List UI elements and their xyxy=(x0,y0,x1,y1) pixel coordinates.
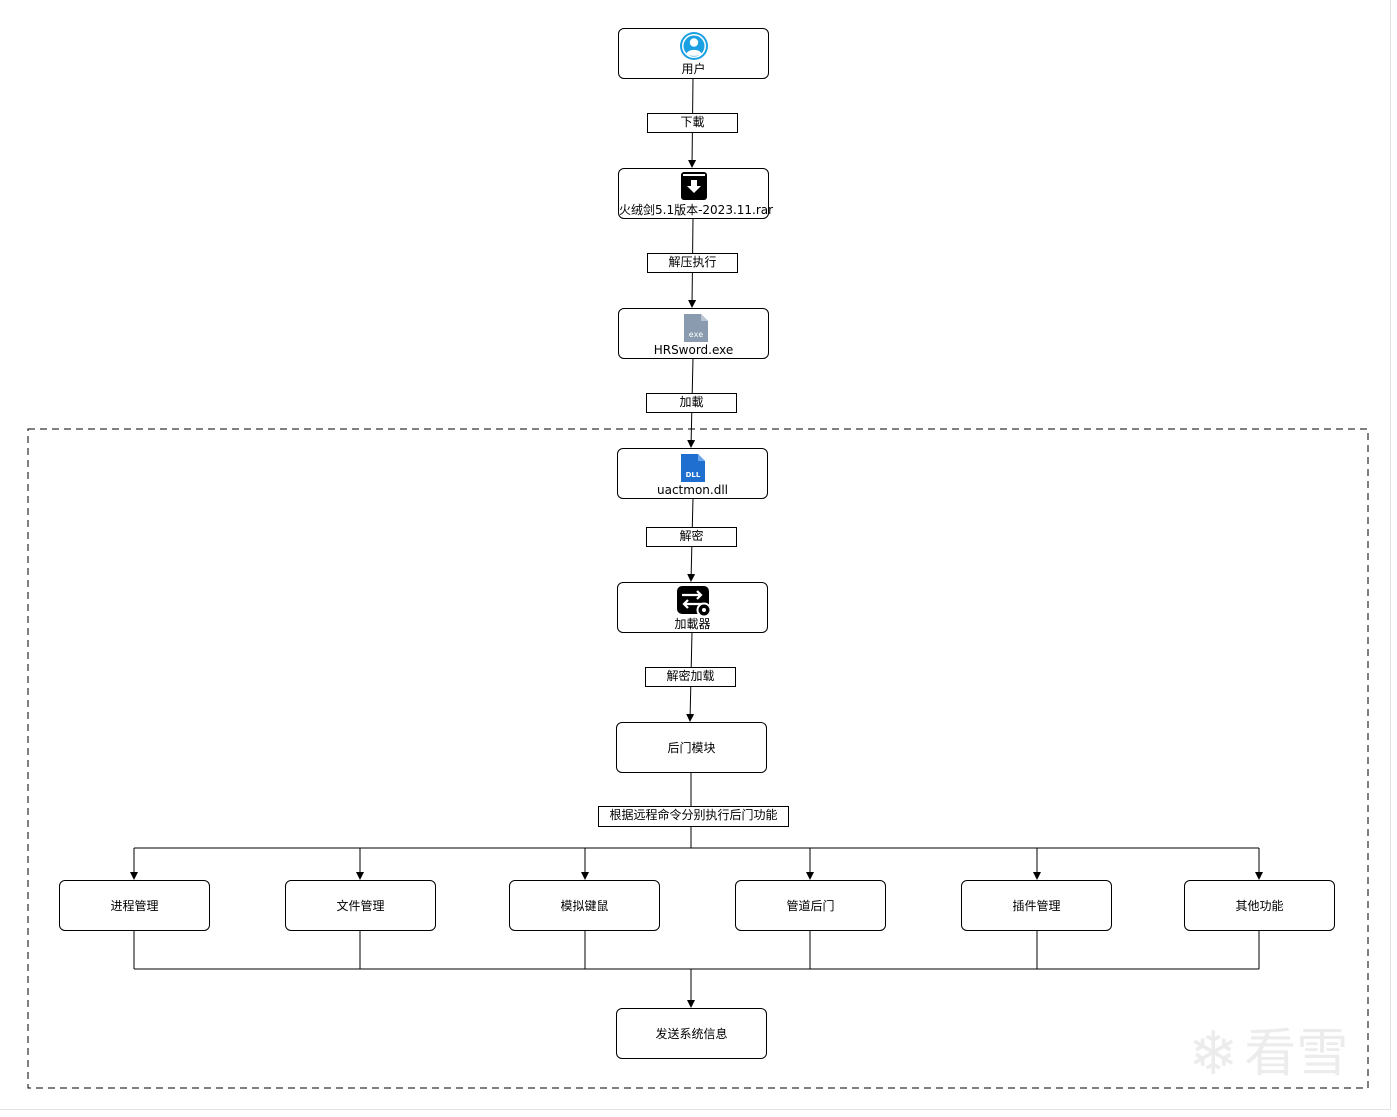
function-label: 插件管理 xyxy=(1012,898,1061,913)
dll-group-boundary xyxy=(27,428,1369,1089)
loader-label: 加載器 xyxy=(674,617,711,631)
watermark-text: 看雪 xyxy=(1244,1024,1349,1084)
edge-label-download: 下載 xyxy=(647,113,738,133)
dll-badge-text: DLL xyxy=(685,471,700,479)
dll-file-icon: DLL xyxy=(680,454,705,482)
user-node[interactable]: 用户 xyxy=(618,28,769,79)
archive-download-icon xyxy=(680,172,707,200)
archive-label: 火绒剑5.1版本-2023.11.rar xyxy=(619,203,774,217)
edge-label-dispatch: 根据远程命令分别执行后门功能 xyxy=(598,806,789,827)
user-label: 用户 xyxy=(681,62,706,76)
send-system-info-node[interactable]: 发送系统信息 xyxy=(616,1008,767,1059)
snowflake-logo-icon: ❄ xyxy=(1188,1019,1239,1089)
watermark: ❄看雪 xyxy=(1188,1018,1378,1090)
edge-label-decrypt: 解密 xyxy=(646,527,737,547)
backdoor-module-node[interactable]: 后门模块 xyxy=(616,722,767,773)
user-avatar-icon xyxy=(679,32,708,60)
send-system-info-label: 发送系统信息 xyxy=(655,1026,728,1041)
exe-node[interactable]: exe HRSword.exe xyxy=(618,308,769,359)
function-node-pipe-backdoor[interactable]: 管道后门 xyxy=(735,880,886,931)
function-label: 管道后门 xyxy=(786,898,835,913)
edge-label-decrypt-load: 解密加载 xyxy=(645,667,736,687)
function-label: 模拟键鼠 xyxy=(560,898,609,913)
exe-file-icon: exe xyxy=(683,314,708,342)
function-node-plugin[interactable]: 插件管理 xyxy=(961,880,1112,931)
function-node-file[interactable]: 文件管理 xyxy=(285,880,436,931)
loader-settings-icon xyxy=(676,586,711,618)
archive-node[interactable]: 火绒剑5.1版本-2023.11.rar xyxy=(618,168,774,219)
function-label: 进程管理 xyxy=(110,898,159,913)
backdoor-module-label: 后门模块 xyxy=(667,740,716,755)
function-node-other[interactable]: 其他功能 xyxy=(1184,880,1335,931)
dll-label: uactmon.dll xyxy=(657,483,728,497)
function-label: 文件管理 xyxy=(336,898,385,913)
exe-label: HRSword.exe xyxy=(653,343,734,357)
dll-node[interactable]: DLL uactmon.dll xyxy=(617,448,768,499)
function-node-process[interactable]: 进程管理 xyxy=(59,880,210,931)
edge-label-load: 加載 xyxy=(646,393,737,413)
loader-node[interactable]: 加載器 xyxy=(617,582,768,633)
exe-badge-text: exe xyxy=(688,330,703,339)
function-label: 其他功能 xyxy=(1235,898,1284,913)
edge-label-extract-run: 解压执行 xyxy=(647,253,738,273)
function-node-input-sim[interactable]: 模拟键鼠 xyxy=(509,880,660,931)
